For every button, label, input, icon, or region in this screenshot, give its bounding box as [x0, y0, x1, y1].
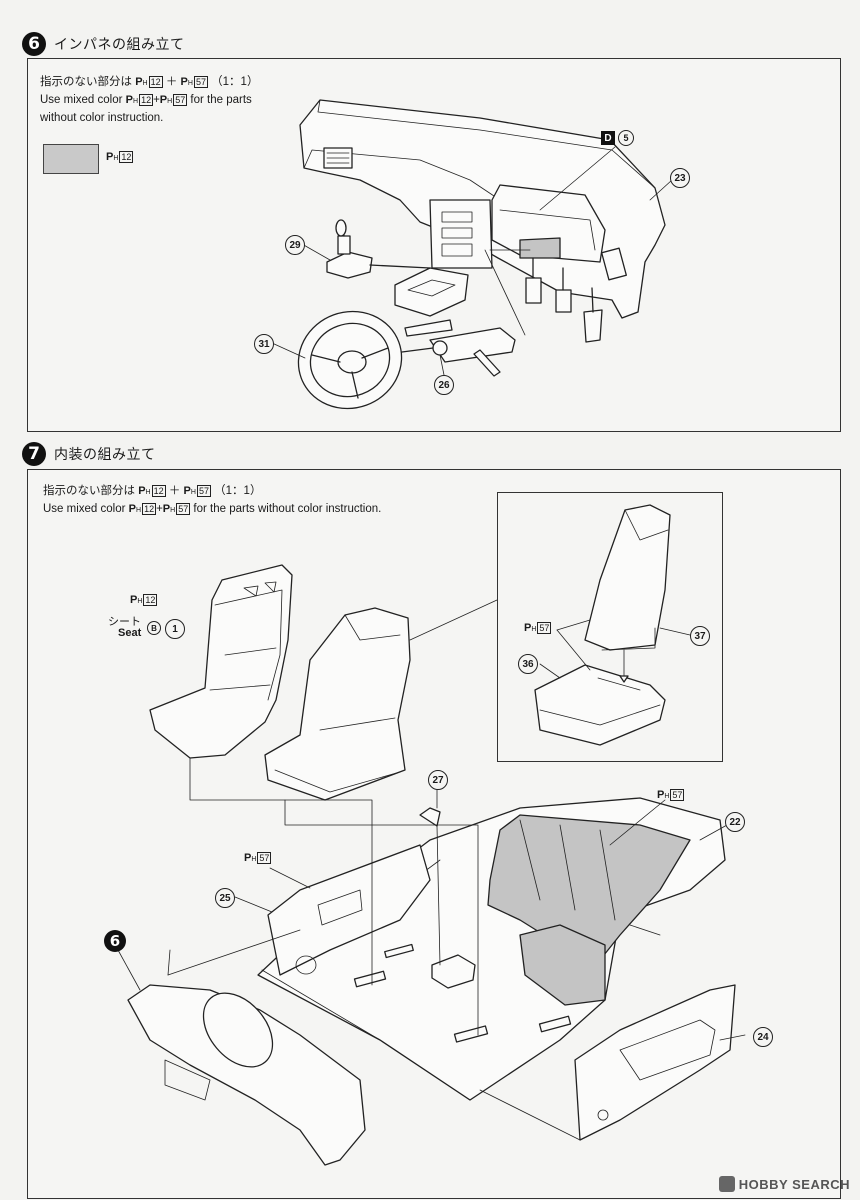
part-31-callout: 31 — [254, 334, 274, 354]
step-6-header: 6 インパネの組み立て — [22, 32, 185, 56]
part-26-callout: 26 — [434, 375, 454, 395]
color-swatch-12 — [43, 144, 99, 174]
step-number-6: 6 — [22, 32, 46, 56]
step-6-title: インパネの組み立て — [54, 37, 185, 53]
part-1-callout: 1 — [165, 619, 185, 639]
seat-marker-b: B — [147, 621, 161, 635]
part-24-callout: 24 — [753, 1027, 773, 1047]
hobby-search-logo-icon — [718, 1176, 735, 1192]
part-d5-callout: 5 — [618, 130, 634, 146]
part-37-callout: 37 — [690, 626, 710, 646]
part-27-callout: 27 — [428, 770, 448, 790]
part-22-callout: 22 — [725, 812, 745, 832]
hobby-search-watermark: HOBBY SEARCH — [718, 1176, 850, 1192]
instr-jp-prefix: 指示のない部分は — [40, 76, 132, 88]
part-29-callout: 29 — [285, 235, 305, 255]
part-36-callout: 36 — [518, 654, 538, 674]
step-number-7: 7 — [22, 442, 46, 466]
seat-en-label: Seat — [118, 627, 142, 639]
step-6-reference: 6 — [104, 930, 126, 952]
step-7-title: 内装の組み立て — [54, 447, 156, 463]
seat-jp-label: シート — [108, 616, 141, 628]
sprue-d-marker: D — [601, 131, 615, 145]
part-23-callout: 23 — [670, 168, 690, 188]
part-25-callout: 25 — [215, 888, 235, 908]
step-7-header: 7 内装の組み立て — [22, 442, 156, 466]
